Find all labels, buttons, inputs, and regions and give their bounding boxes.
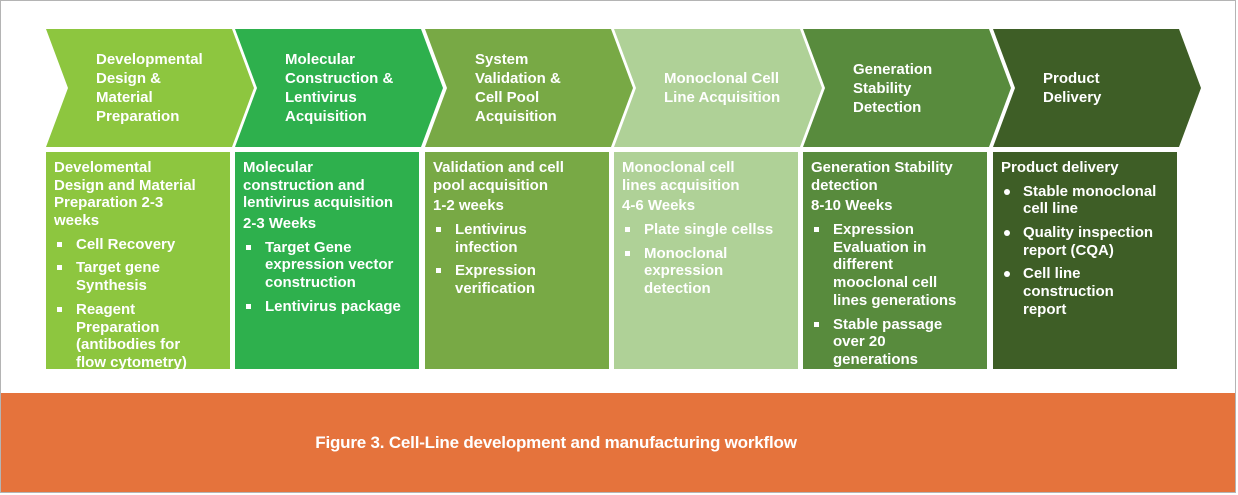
stage-task: Stable passage over 20 generations [811,316,979,369]
stage-task: Monoclonal expression detection [622,245,790,298]
stage-box-developmental-design: Develomental Design and Material Prepara… [46,152,230,369]
stage-arrow-label: Product Delivery [1043,70,1102,106]
stage-box-product-delivery: Product delivery Stable monoclonal cell … [993,152,1177,369]
stage-box-title: Monoclonal cell lines acquisition [622,159,740,194]
stage-task-list: Plate single cellss Monoclonal expressio… [622,221,790,298]
stage-arrow-monoclonal-cell-line: Monoclonal Cell Line Acquisition [614,29,822,147]
stage-arrow-product-delivery: Product Delivery [993,29,1201,147]
figure-caption: Figure 3. Cell-Line development and manu… [315,432,797,452]
stage-box-title: Product delivery [1001,159,1119,176]
stage-duration: 1-2 weeks [433,197,504,215]
figure-caption-bar: Figure 3. Cell-Line development and manu… [1,393,1235,492]
stage-box-generation-stability: Generation Stability detection 8-10 Week… [803,152,987,369]
stage-arrow-label: Developmental Design & Material Preparat… [96,51,203,125]
stage-task-list: Expression Evaluation in different moocl… [811,221,979,369]
stage-box-molecular-construction: Molecular construction and lentivirus ac… [235,152,419,369]
stage-task: Quality inspection report (CQA) [1001,224,1169,259]
stage-box-title: Develomental Design and Material Prepara… [54,159,196,230]
stage-duration: 2-3 Weeks [243,215,317,233]
stage-task: Target Gene expression vector constructi… [243,239,411,292]
stage-task: Cell line construction report [1001,265,1169,318]
stage-task: Lentivirus package [243,298,411,316]
stage-task-list: Target Gene expression vector constructi… [243,239,411,316]
stage-arrow-label: Molecular Construction & Lentivirus Acqu… [285,51,394,125]
stage-task-list: Stable monoclonal cell line Quality insp… [1001,183,1169,319]
stage-arrow-label: Generation Stability Detection [853,60,933,116]
stage-arrow-system-validation: System Validation & Cell Pool Acquisitio… [425,29,633,147]
stage-duration: 8-10 Weeks [811,197,893,215]
stage-task: Expression Evaluation in different moocl… [811,221,979,309]
stage-arrow-label: Monoclonal Cell Line Acquisition [664,70,781,106]
stage-box-title: Molecular construction and lentivirus ac… [243,159,394,212]
stage-task-list: Lentivirus infection Expression verifica… [433,221,601,298]
stage-arrow-molecular-construction: Molecular Construction & Lentivirus Acqu… [235,29,443,147]
stage-box-system-validation: Validation and cell pool acquisition 1-2… [425,152,609,369]
stage-arrow-generation-stability: Generation Stability Detection [803,29,1011,147]
stage-task-list: Cell Recovery Target gene Synthesis Reag… [54,236,222,369]
stage-task: Expression verification [433,262,601,297]
stage-arrow-developmental-design: Developmental Design & Material Preparat… [46,29,254,147]
stage-task: Lentivirus infection [433,221,601,256]
stage-box-monoclonal-cell-line: Monoclonal cell lines acquisition 4-6 We… [614,152,798,369]
stage-task: Cell Recovery [54,236,222,254]
stage-duration: 4-6 Weeks [622,197,696,215]
stage-task: Reagent Preparation (antibodies for flow… [54,301,222,369]
stage-task: Stable monoclonal cell line [1001,183,1169,218]
stage-box-title: Validation and cell pool acquisition [433,159,564,194]
stage-task: Target gene Synthesis [54,259,222,294]
stage-box-title: Generation Stability detection [811,159,953,194]
stage-task: Plate single cellss [622,221,790,239]
stage-arrow-label: System Validation & Cell Pool Acquisitio… [475,51,561,125]
